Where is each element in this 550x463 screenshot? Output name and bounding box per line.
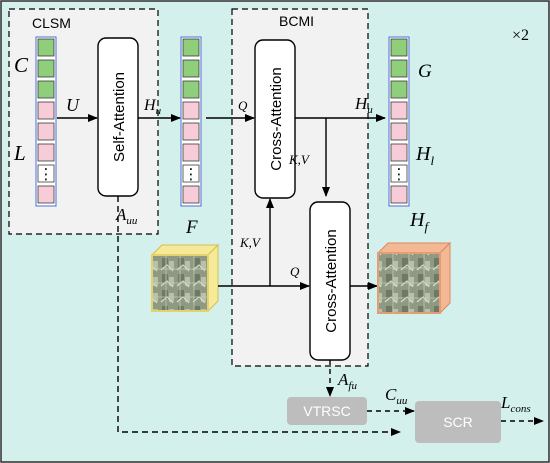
- clsm-label: CLSM: [32, 15, 71, 31]
- token-cell-green: [182, 38, 200, 57]
- token-cell-ellipsis: [390, 164, 408, 183]
- symbol-C-uu: Cuu: [385, 385, 408, 407]
- symbol-C: C: [14, 53, 29, 77]
- token-cell-pink: [37, 122, 55, 141]
- token-cell-pink: [182, 101, 200, 120]
- token-column-input: ⋮: [35, 36, 57, 207]
- token-column-frame: [388, 36, 410, 207]
- repeat-label: ×2: [512, 27, 529, 44]
- symbol-U: U: [66, 95, 80, 115]
- symbol-F: F: [185, 217, 198, 238]
- symbol-KV-mid: K,V: [288, 152, 311, 167]
- symbol-H-l: Hl: [415, 143, 434, 168]
- token-cell-pink: [390, 101, 408, 120]
- token-cell-green: [182, 80, 200, 99]
- vtrsc-label: VTRSC: [303, 403, 350, 419]
- cross-attention-top-block: [254, 39, 296, 199]
- scr-block: [415, 401, 501, 443]
- token-cell-green: [37, 59, 55, 78]
- token-cell-pink: [182, 143, 200, 162]
- symbol-Q-bottom: Q: [290, 264, 300, 279]
- token-column-frame: [35, 36, 57, 207]
- token-cell-green: [390, 59, 408, 78]
- token-cell-ellipsis: [182, 164, 200, 183]
- token-cell-pink: [390, 122, 408, 141]
- symbol-H-u-mid: Hu: [143, 97, 162, 117]
- token-cell-green: [37, 80, 55, 99]
- token-cell-ellipsis: [37, 164, 55, 183]
- token-cell-pink: [37, 143, 55, 162]
- feature-cube-F: [150, 243, 220, 313]
- token-column-output: ⋮: [388, 36, 410, 207]
- self-attention-label: Self-Attention: [111, 72, 128, 162]
- ellipsis-symbol: ⋮: [184, 165, 199, 183]
- token-cell-pink: [390, 185, 408, 204]
- scr-label: SCR: [443, 414, 473, 430]
- symbol-L: L: [13, 141, 26, 165]
- arrow-a-uu-to-scr: [117, 196, 401, 436]
- token-cell-pink: [37, 185, 55, 204]
- symbol-H-f: Hf: [409, 209, 430, 234]
- bcmi-label: BCMI: [279, 13, 314, 29]
- feature-cube-H-f: [376, 241, 452, 315]
- token-cell-green: [390, 38, 408, 57]
- token-cell-pink: [390, 143, 408, 162]
- token-cell-pink: [37, 101, 55, 120]
- token-cell-green: [182, 59, 200, 78]
- symbol-KV-left: K,V: [239, 235, 262, 250]
- symbol-L-cons: Lcons: [500, 393, 531, 415]
- token-cell-pink: [182, 122, 200, 141]
- token-cell-pink: [182, 185, 200, 204]
- symbol-H-u-right: Hu: [354, 94, 373, 116]
- token-cell-green: [390, 80, 408, 99]
- token-cell-green: [37, 38, 55, 57]
- symbol-G: G: [418, 61, 432, 82]
- symbol-A-fu: Afu: [337, 370, 357, 392]
- cross-attention-top-label: Cross-Attention: [268, 67, 285, 170]
- ellipsis-symbol: ⋮: [392, 165, 407, 183]
- vtrsc-block: [287, 397, 367, 425]
- token-column-after-self-attention: ⋮: [180, 36, 202, 207]
- ellipsis-symbol: ⋮: [39, 165, 54, 183]
- token-column-frame: [180, 36, 202, 207]
- cross-attention-bottom-label: Cross-Attention: [323, 229, 340, 332]
- symbol-Q-top: Q: [238, 98, 248, 113]
